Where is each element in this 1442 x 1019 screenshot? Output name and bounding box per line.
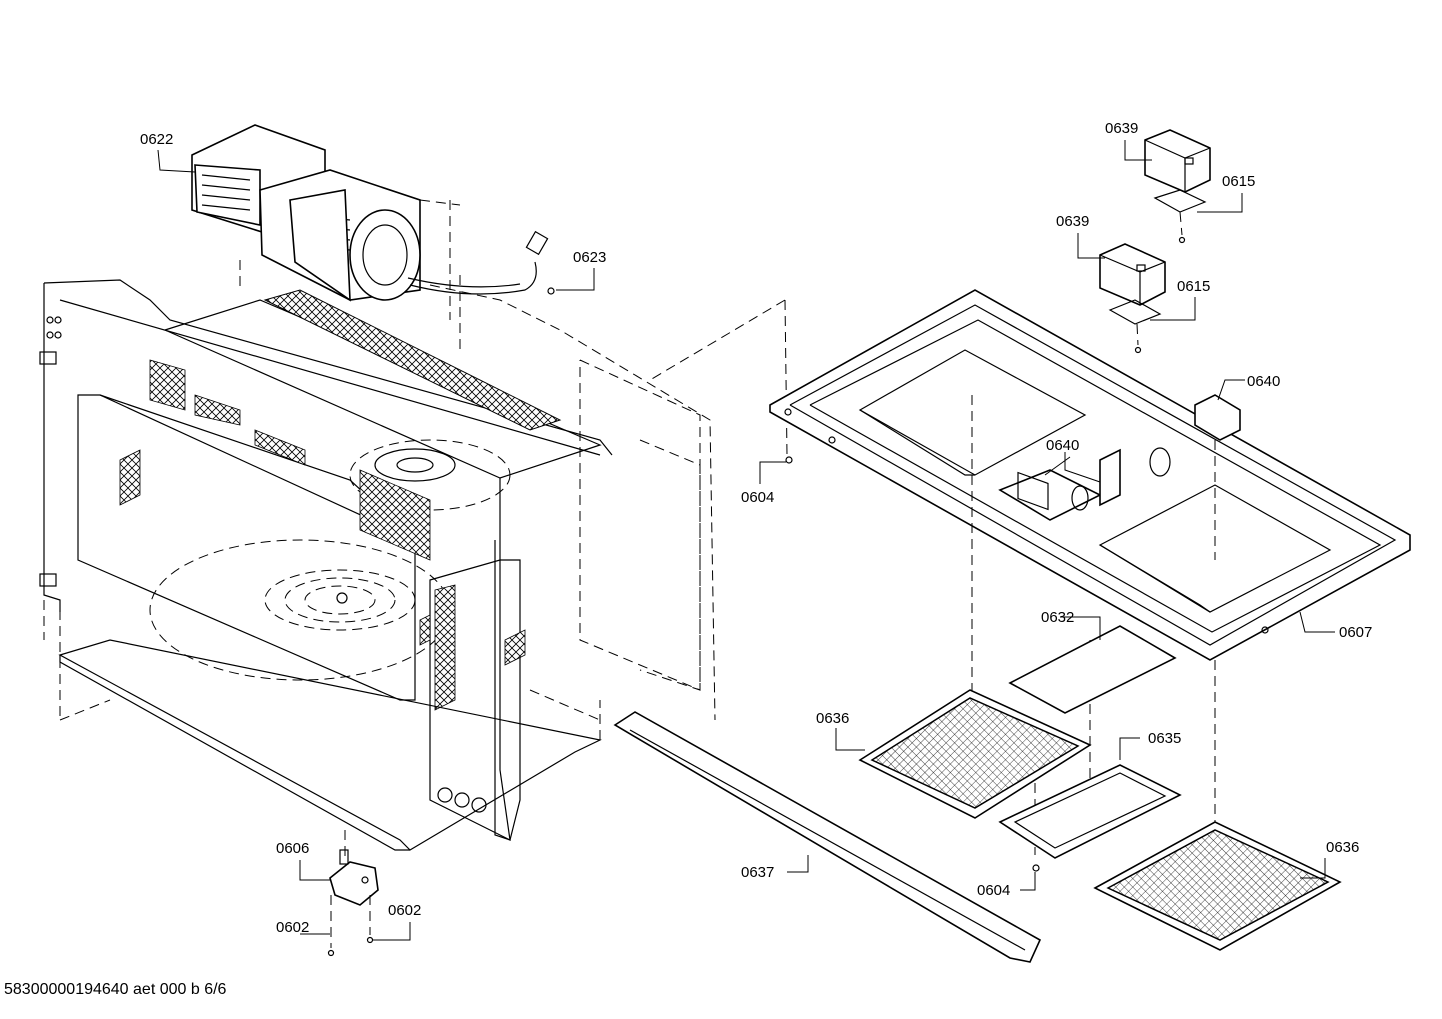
vent-plate-assembly (769, 289, 1411, 905)
grease-filter-lower (1093, 821, 1342, 951)
callout-0639-upper: 0639 (1105, 120, 1138, 137)
screw-icon (1032, 864, 1040, 872)
screw-icon (547, 287, 555, 295)
glass-cover-panel (1008, 625, 1177, 714)
callout-0640-right: 0640 (1247, 373, 1280, 390)
drawing-code: 58300000194640 aet 000 b 6/6 (4, 981, 227, 998)
callout-0604-bottom: 0604 (977, 882, 1010, 899)
callout-0606: 0606 (276, 840, 309, 857)
callout-0636-lower: 0636 (1326, 839, 1359, 856)
callout-0639-lower: 0639 (1056, 213, 1089, 230)
callout-0635: 0635 (1148, 730, 1181, 747)
filter-frame (998, 764, 1182, 859)
oven-cavity-housing (39, 200, 788, 858)
leader-lines (157, 140, 1335, 941)
callout-0604-left: 0604 (741, 489, 774, 506)
grease-filter-upper (858, 689, 1092, 819)
callout-0623: 0623 (573, 249, 606, 266)
screw-icon (785, 456, 793, 464)
sensor-module-upper (1144, 129, 1211, 244)
callout-0622: 0622 (140, 131, 173, 148)
callout-0607: 0607 (1339, 624, 1372, 641)
callout-0637: 0637 (741, 864, 774, 881)
blower-fan-assembly (191, 124, 549, 302)
sensor-module-lower (1099, 243, 1166, 354)
callout-0602-right: 0602 (388, 902, 421, 919)
callout-0615-upper: 0615 (1222, 173, 1255, 190)
callout-0636-upper: 0636 (816, 710, 849, 727)
callout-0615-lower: 0615 (1177, 278, 1210, 295)
callout-0632: 0632 (1041, 609, 1074, 626)
front-trim-strip (613, 711, 1042, 963)
callout-0602-left: 0602 (276, 919, 309, 936)
callout-0640-center: 0640 (1046, 437, 1079, 454)
turntable-motor (327, 849, 379, 957)
